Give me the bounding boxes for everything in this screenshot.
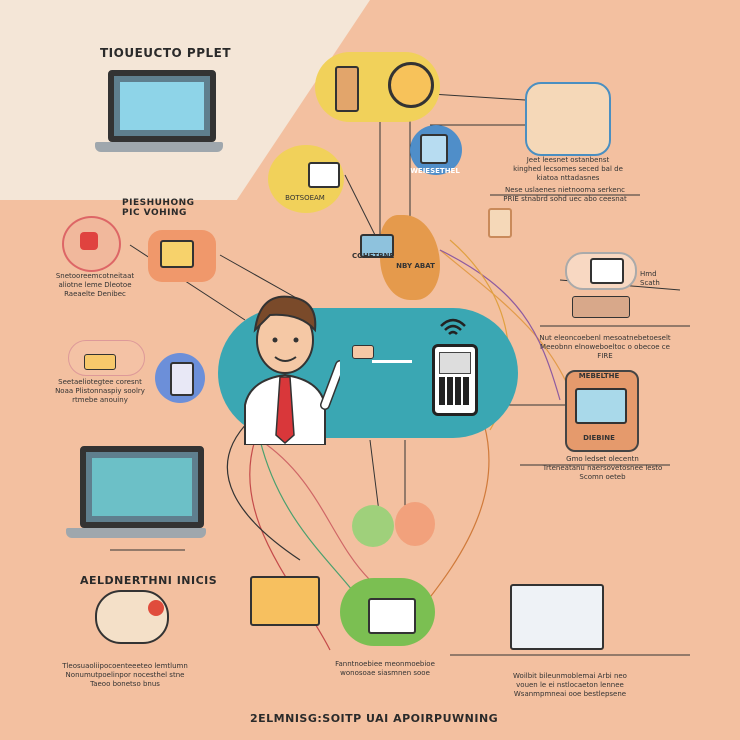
document-icon-small <box>488 208 512 238</box>
factory-icon <box>572 296 630 318</box>
mobile-icon <box>170 362 194 396</box>
monitor-icon <box>308 162 340 188</box>
storage-rack-icon <box>335 66 359 112</box>
laptop-illustration-left <box>80 446 204 528</box>
page-footer: 2ELMNISG:SOITP UAI APOIRPUWNING <box>250 712 499 725</box>
laptop-base-left <box>66 528 206 538</box>
page-title: TIOUEUCTO PPLET <box>100 46 232 60</box>
bottom-right-server <box>510 584 604 650</box>
right-monitor-screen <box>575 388 627 424</box>
chart-icon <box>590 258 624 284</box>
bottom-printer-icon <box>368 598 416 634</box>
target-icon <box>148 600 164 616</box>
laptop-base-top <box>95 142 223 152</box>
section-label: AELDNERTHNI INICIS <box>80 574 218 587</box>
pos-terminal <box>432 344 478 416</box>
tablet-node-caption: WEIESETHEL <box>410 167 460 175</box>
hub-bar <box>372 360 412 363</box>
globe-icon <box>388 62 434 108</box>
right-monitor-label: MEBELTHE <box>578 372 620 380</box>
bottom-screen-icon <box>250 576 320 626</box>
server-units-top-right <box>525 82 611 156</box>
house-icon <box>160 240 194 268</box>
subtitle: PIESHUHONG PIC VOHING <box>122 198 195 218</box>
right-monitor-sublabel: DIEBINE <box>583 434 615 442</box>
map-building-icon <box>360 234 394 258</box>
tablet-icon <box>420 134 448 164</box>
tools-node <box>95 590 169 644</box>
center-map-caption: CGHETBNE <box>352 252 395 260</box>
bottom-green-node-small <box>352 505 394 547</box>
center-map-tag: NBY ABAT <box>396 262 435 270</box>
businessman-figure <box>244 295 340 445</box>
laptop-illustration-top <box>108 70 216 142</box>
computer-node-caption: BOTSOEAM <box>285 194 325 202</box>
shield-icon <box>80 232 98 250</box>
bottom-orange-node-small <box>395 502 435 546</box>
hand-card <box>352 345 374 359</box>
wifi-icon <box>440 318 466 335</box>
cloud-box-icon <box>84 354 116 370</box>
